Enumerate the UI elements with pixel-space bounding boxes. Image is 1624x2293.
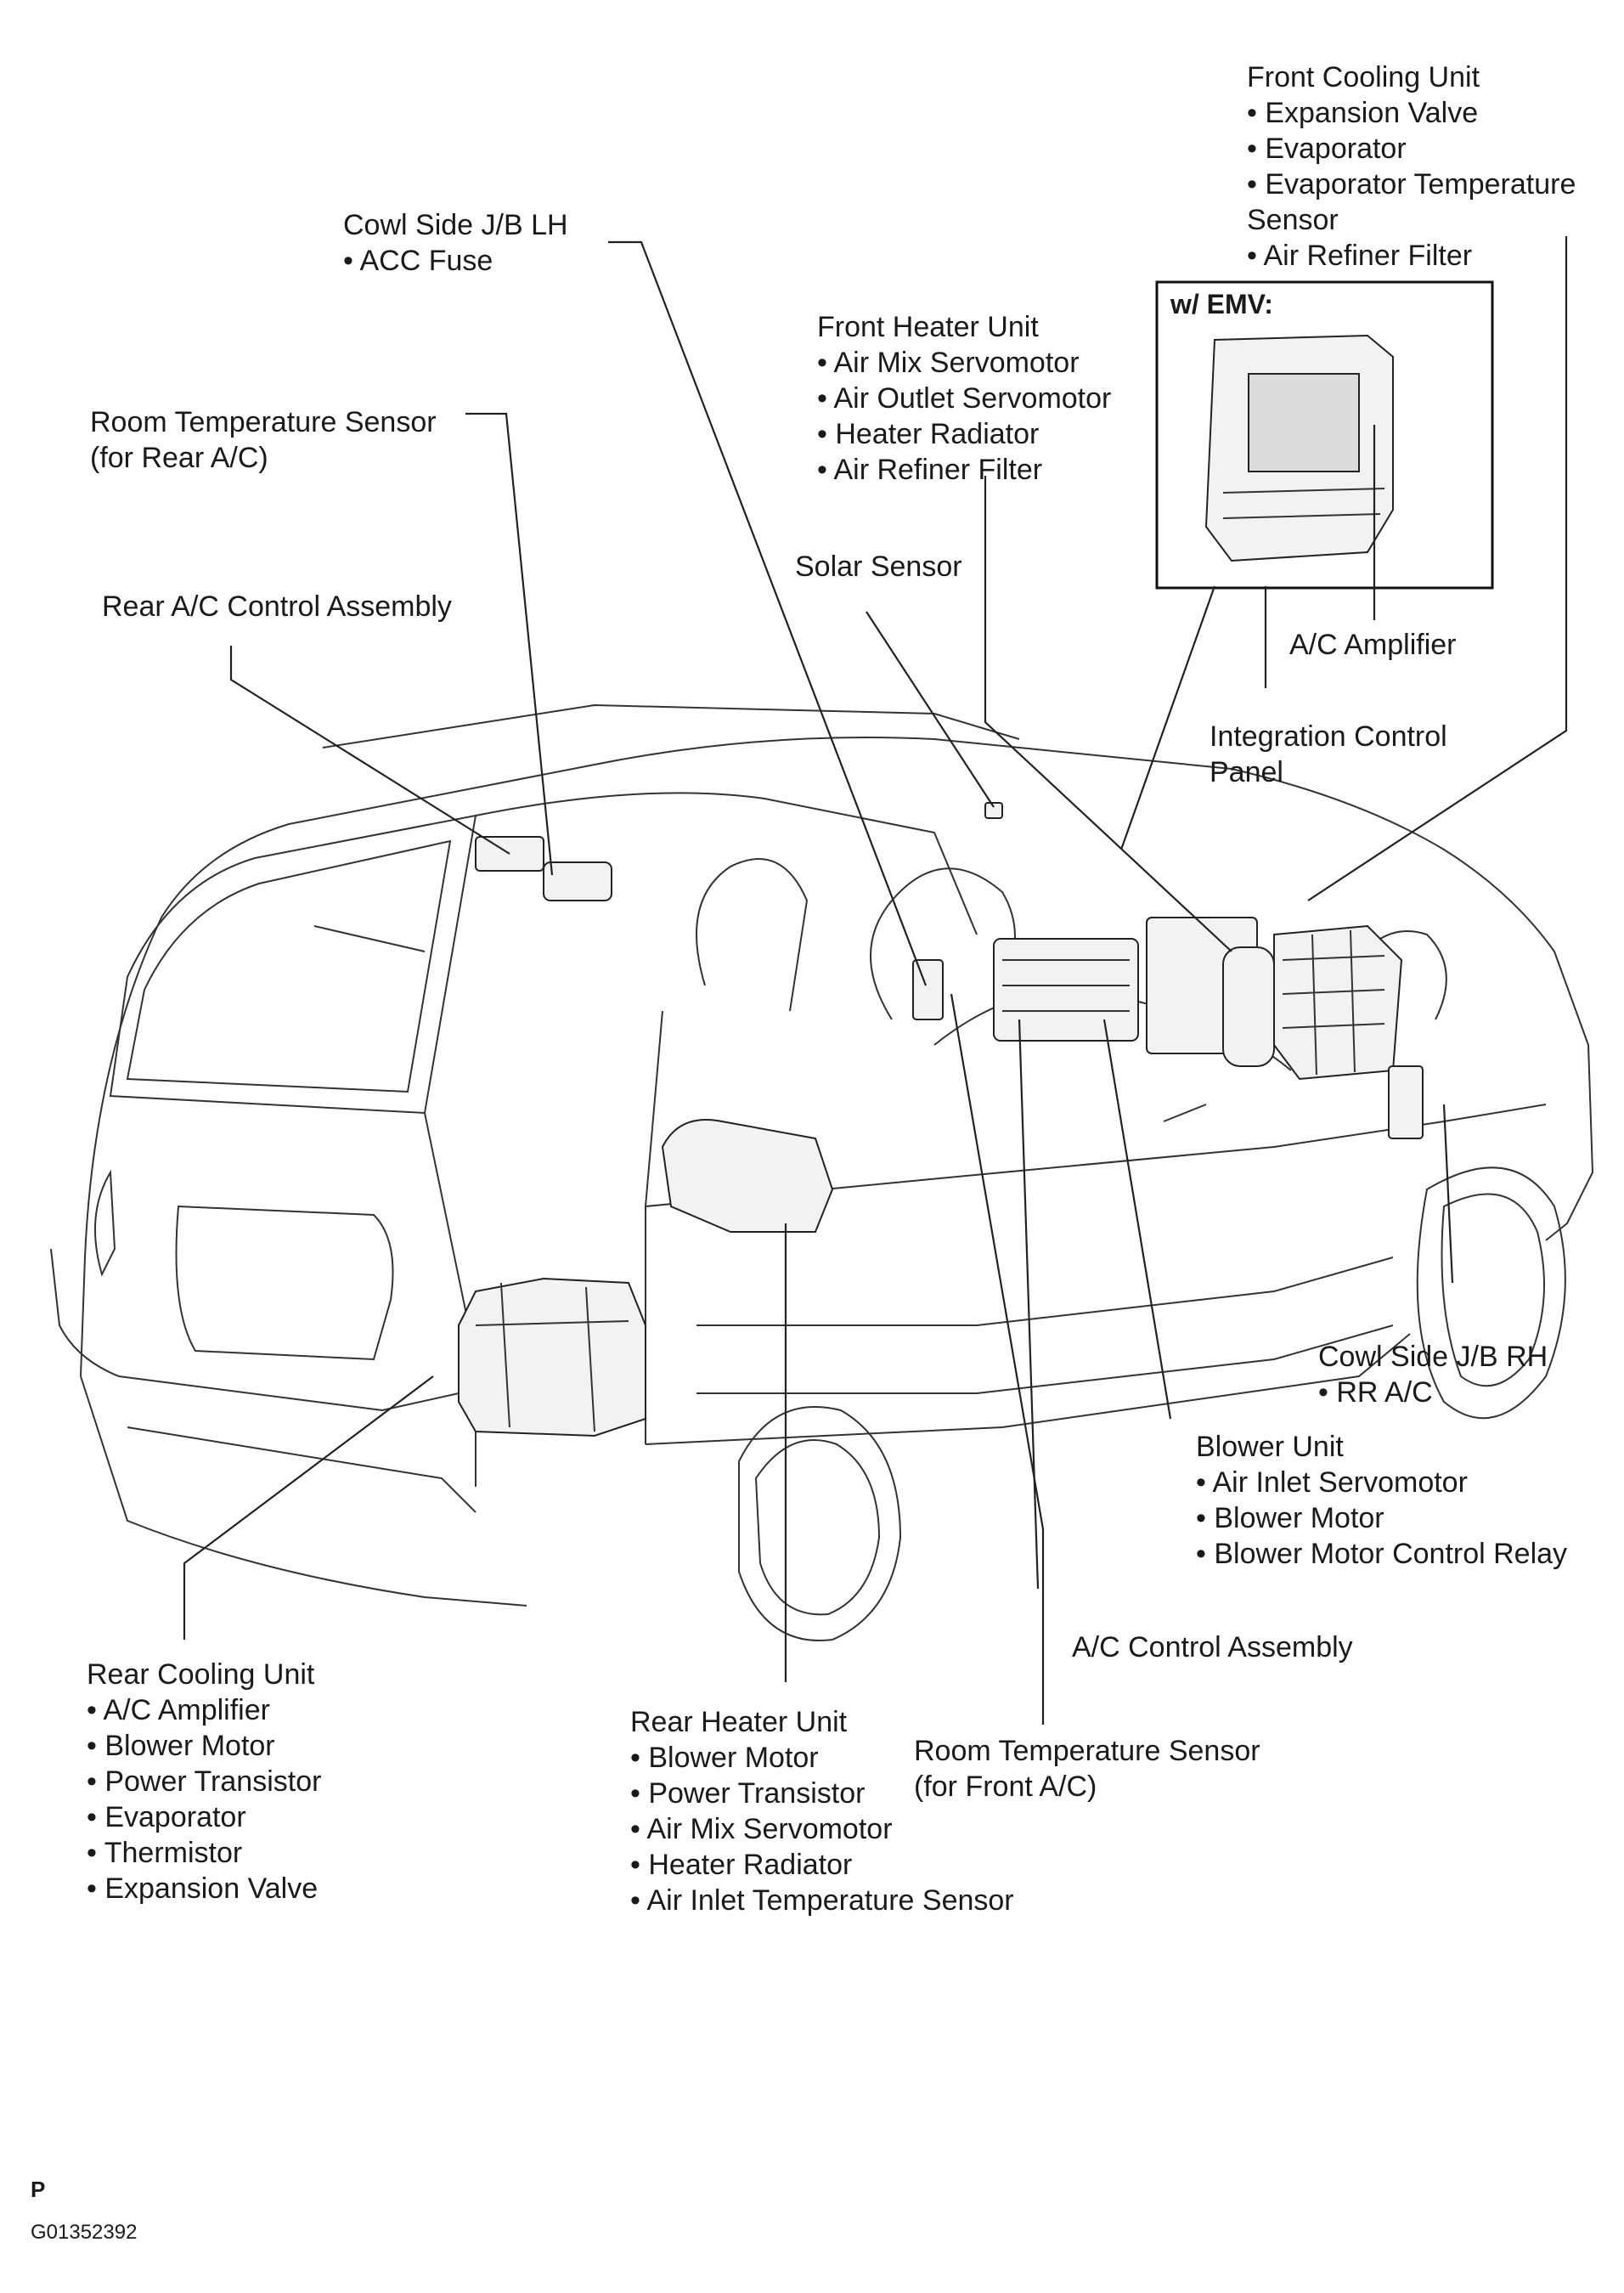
label-cowl-side-jb-rh: Cowl Side J/B RH• RR A/C (1318, 1339, 1548, 1410)
rear-cooling-unit-shape (458, 1277, 646, 1437)
label-blower-unit: Blower Unit• Air Inlet Servomotor• Blowe… (1196, 1429, 1567, 1572)
label-room-temp-sensor-rear: Room Temperature Sensor (for Rear A/C) (90, 404, 437, 476)
label-line: • Air Mix Servomotor (817, 347, 1080, 379)
label-line: • Thermistor (87, 1837, 243, 1869)
label-line: Sensor (1247, 204, 1339, 236)
label-heading: Solar Sensor (795, 551, 962, 583)
label-line: • Blower Motor (630, 1742, 819, 1774)
label-rear-cooling-unit: Rear Cooling Unit• A/C Amplifier • Blower… (87, 1657, 321, 1906)
rear-heater-unit-shape (661, 1119, 834, 1233)
emv-inset (1155, 280, 1494, 590)
label-line: Panel (1210, 756, 1283, 788)
label-line: • Air Outlet Servomotor (817, 382, 1112, 415)
label-line: • Evaporator (1247, 133, 1407, 165)
label-heading: Cowl Side J/B LH (343, 209, 568, 241)
label-line: • Expansion Valve (87, 1872, 319, 1905)
label-line: • Air Inlet Temperature Sensor (630, 1884, 1014, 1917)
solar-sensor-shape (984, 802, 1003, 819)
label-heading: Integration Control (1210, 720, 1447, 753)
label-line: (for Rear A/C) (90, 442, 268, 474)
leader-lines (183, 236, 1568, 1725)
label-line: • Heater Radiator (817, 418, 1040, 450)
label-cowl-side-jb-lh: Cowl Side J/B LH • ACC Fuse (343, 207, 568, 279)
label-ac-amplifier: A/C Amplifier (1289, 627, 1457, 663)
label-line: • Heater Radiator (630, 1849, 853, 1881)
component-shapes (458, 802, 1424, 1437)
label-line: • RR A/C (1318, 1376, 1433, 1409)
label-rear-ac-control-assembly: Rear A/C Control Assembly (102, 589, 452, 624)
label-heading: Room Temperature Sensor (90, 406, 437, 438)
cowl-side-jb-rh-shape (1388, 1065, 1424, 1139)
label-heading: Room Temperature Sensor (914, 1735, 1260, 1767)
label-line: (for Front A/C) (914, 1771, 1097, 1803)
label-line: • Air Refiner Filter (1247, 240, 1473, 272)
label-heading: Front Cooling Unit (1247, 61, 1480, 93)
label-front-cooling-unit: Front Cooling Unit • Expansion Valve • Eva… (1247, 59, 1576, 274)
label-line: • A/C Amplifier (87, 1694, 270, 1726)
label-line: • Expansion Valve (1247, 97, 1479, 129)
vehicle-body-outline (50, 703, 1594, 1641)
blower-unit-shape (1222, 946, 1275, 1067)
label-heading: A/C Amplifier (1289, 629, 1457, 661)
front-cooling-unit-shape (1273, 924, 1403, 1081)
emv-display-screen (1248, 373, 1360, 472)
emv-inset-title: w/ EMV: (1170, 289, 1273, 319)
label-heading: Blower Unit (1196, 1431, 1344, 1463)
ac-control-assembly-shape (993, 938, 1139, 1042)
page-letter: P (31, 2177, 46, 2202)
cowl-side-jb-lh-shape (912, 959, 944, 1020)
label-line: • Power Transistor (87, 1765, 322, 1798)
label-room-temp-sensor-front: Room Temperature Sensor (for Front A/C) (914, 1733, 1260, 1804)
label-front-heater-unit: Front Heater Unit• Air Mix Servomotor• A… (817, 309, 1111, 488)
label-line: • Power Transistor (630, 1777, 866, 1810)
room-temp-sensor-rear-shape (543, 861, 612, 901)
label-heading: Rear A/C Control Assembly (102, 590, 452, 623)
label-rear-heater-unit: Rear Heater Unit • Blower Motor• Power Tr… (630, 1704, 1014, 1918)
label-line: • Blower Motor (87, 1730, 275, 1762)
label-heading: Front Heater Unit (817, 311, 1039, 343)
label-line: • Blower Motor Control Relay (1196, 1538, 1568, 1570)
label-line: • Air Inlet Servomotor (1196, 1466, 1468, 1499)
label-line: • Blower Motor (1196, 1502, 1384, 1534)
label-line: • Air Refiner Filter (817, 454, 1043, 486)
label-line: • Evaporator (87, 1801, 246, 1833)
label-heading: Rear Heater Unit (630, 1706, 848, 1738)
label-heading: A/C Control Assembly (1072, 1631, 1353, 1663)
label-line: • Air Mix Servomotor (630, 1813, 893, 1845)
label-heading: Cowl Side J/B RH (1318, 1341, 1548, 1373)
label-line: • ACC Fuse (343, 245, 493, 277)
label-line: • Evaporator Temperature (1247, 168, 1576, 200)
label-heading: Rear Cooling Unit (87, 1658, 315, 1691)
label-solar-sensor: Solar Sensor (795, 549, 962, 585)
label-ac-control-assembly: A/C Control Assembly (1072, 1629, 1353, 1665)
figure-code: G01352392 (31, 2221, 138, 2244)
